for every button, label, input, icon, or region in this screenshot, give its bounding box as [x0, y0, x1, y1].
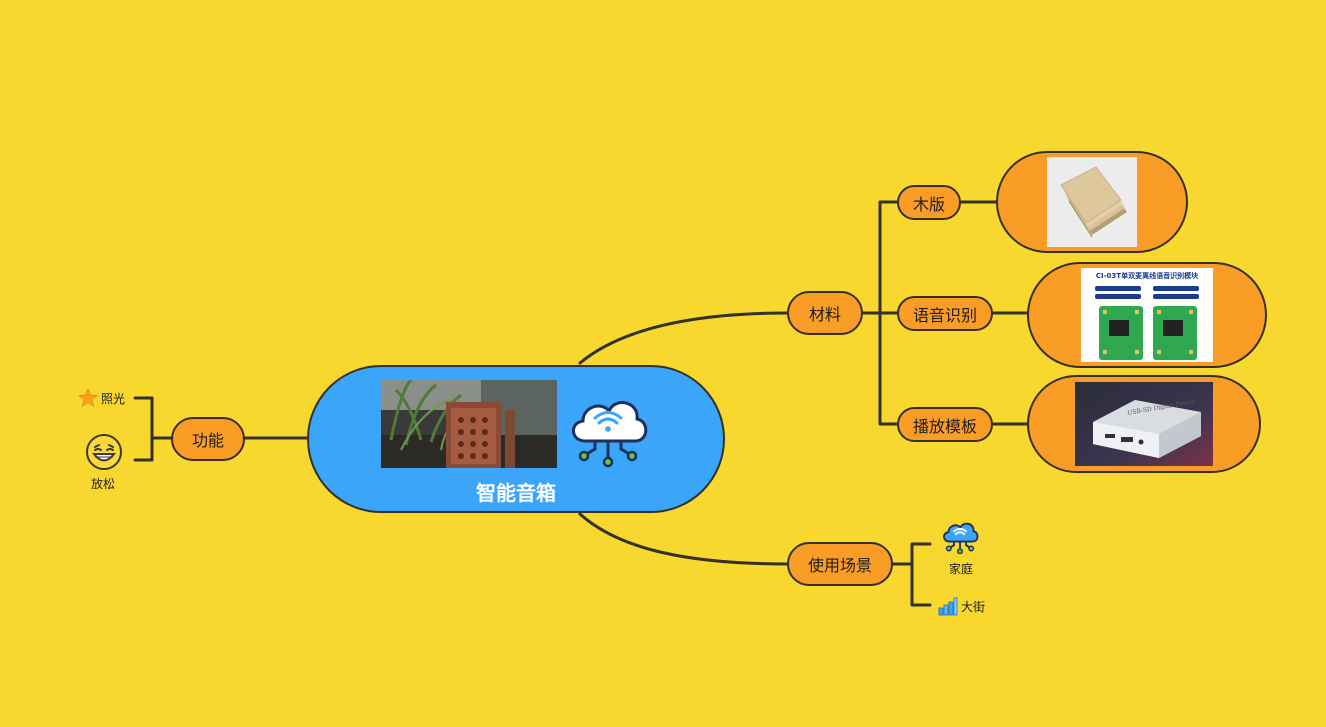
- node-materials[interactable]: 材料: [787, 291, 863, 335]
- wood-boards-photo: [1047, 157, 1137, 247]
- image-node-voice[interactable]: CI-03T单双麦离线语音识别模块: [1027, 262, 1267, 368]
- cloud-network-icon: [940, 515, 980, 555]
- leaf-label-dajie: 大街: [961, 600, 986, 614]
- node-wood[interactable]: 木版: [897, 185, 961, 220]
- leaf-label-fangsong: 放松: [91, 477, 116, 491]
- node-scenes[interactable]: 使用场景: [787, 542, 893, 586]
- central-title: 智能音箱: [476, 481, 556, 505]
- link-features-leaves: [133, 396, 174, 462]
- voice-module-photo: CI-03T单双麦离线语音识别模块: [1081, 268, 1213, 362]
- link-scenes: [578, 512, 790, 566]
- bar-chart-icon: [938, 596, 958, 616]
- link-materials: [578, 311, 790, 365]
- node-player[interactable]: 播放模板: [897, 407, 993, 442]
- node-voice[interactable]: 语音识别: [897, 296, 993, 331]
- cloud-network-icon: [565, 385, 651, 469]
- leaf-label-jiating: 家庭: [949, 562, 974, 576]
- central-node[interactable]: 智能音箱: [307, 365, 725, 513]
- image-node-player[interactable]: USB-SD Digital Player: [1027, 375, 1261, 473]
- player-board-photo: USB-SD Digital Player: [1075, 382, 1213, 466]
- voice-module-caption: CI-03T单双麦离线语音识别模块: [1095, 272, 1199, 280]
- link-scenes-leaves: [890, 542, 932, 607]
- image-node-wood[interactable]: [996, 151, 1188, 253]
- laughing-face-icon: [85, 433, 123, 471]
- star-icon: [77, 387, 99, 408]
- link-materials-sub: [860, 200, 900, 426]
- leaf-label-zhaoguang: 照光: [101, 392, 126, 406]
- node-features[interactable]: 功能: [171, 417, 245, 461]
- speaker-photo: [381, 380, 557, 468]
